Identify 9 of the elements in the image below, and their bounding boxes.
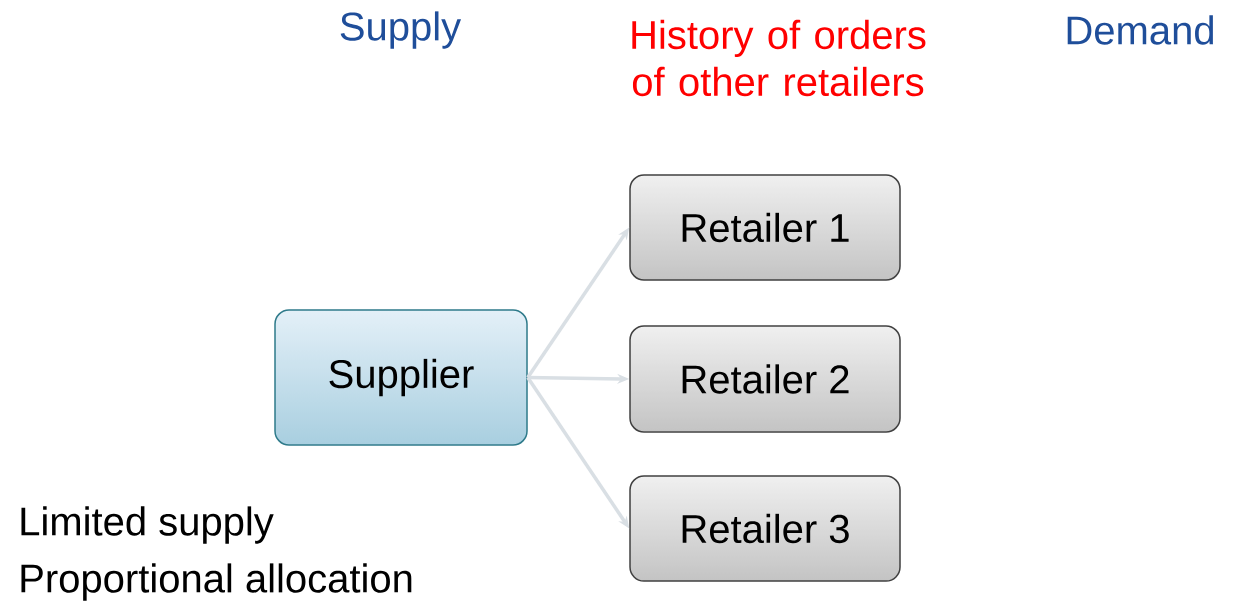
retailer-box: Retailer 1 <box>629 174 901 281</box>
retailer-box: Retailer 3 <box>629 475 901 582</box>
note-text: Limited supply <box>21 506 274 544</box>
heading: Demand <box>1067 15 1213 45</box>
heading: History of orders of other retailers <box>632 19 926 97</box>
retailer-box: Retailer 2 <box>629 325 901 433</box>
heading: Supply <box>340 11 462 49</box>
note-text: Proportional allocation <box>21 563 412 601</box>
supplier-box: Supplier <box>274 309 528 446</box>
